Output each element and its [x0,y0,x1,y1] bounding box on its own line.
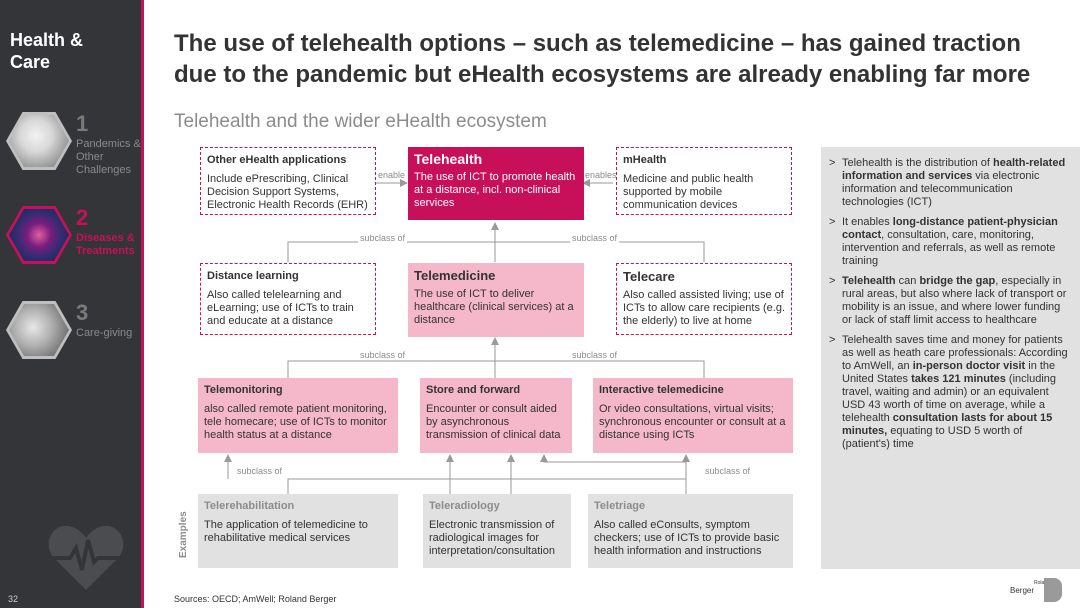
box-title: Teleradiology [429,500,500,512]
subclass-label: subclass of [705,466,751,476]
box-title: Interactive telemedicine [599,384,724,396]
distance-learning-box: Distance learning Also called telelearni… [200,263,376,335]
subclass-label: subclass of [237,466,283,476]
box-text: Include ePrescribing, Clinical Decision … [207,173,368,211]
subclass-label: subclass of [358,350,408,360]
page-subtitle: Telehealth and the wider eHealth ecosyst… [174,111,547,132]
sidebar-item-pandemics[interactable]: 1 Pandemics & Other Challenges [0,112,144,202]
info-bullet: > It enables long-distance patient-physi… [829,216,1058,267]
box-text: also called remote patient monitoring, t… [204,403,387,441]
box-title: Telemedicine [414,268,496,283]
sidebar-item-caregiving[interactable]: 3 Care-giving [0,301,144,391]
telemonitoring-box: Telemonitoring also called remote patien… [198,378,398,453]
sidebar-item-diseases[interactable]: 2 Diseases & Treatments [0,206,144,296]
info-bullet: > Telehealth saves time and money for pa… [829,334,1068,450]
heart-pulse-icon [48,525,124,590]
enables-label: enables [585,170,617,180]
box-text: Also called assisted living; use of ICTs… [623,289,786,327]
source-note: Sources: OECD; AmWell; Roland Berger [174,594,337,604]
box-text: Or video consultations, virtual visits; … [599,403,786,441]
box-title: Telecare [623,269,675,284]
mhealth-box: mHealth Medicine and public health suppo… [616,147,792,215]
box-title: mHealth [623,154,667,166]
roland-berger-logo: Roland Berger [1010,578,1062,602]
subclass-label: subclass of [358,233,408,243]
info-bullet: > Telehealth is the distribution of heal… [829,157,1066,208]
store-forward-box: Store and forward Encounter or consult a… [420,378,572,453]
box-title: Telemonitoring [204,384,283,396]
svg-text:Examples: Examples [178,511,189,558]
box-title: Telehealth [414,151,483,167]
sidebar-brand: Health & Care [10,30,84,72]
box-text: Also called telelearning and eLearning; … [207,289,354,327]
section-label: Pandemics & Other Challenges [76,138,141,176]
box-title: Store and forward [426,384,521,396]
telehealth-box: Telehealth The use of ICT to promote hea… [408,147,584,220]
box-title: Other eHealth applications [207,154,347,166]
section-number: 1 [76,111,89,136]
other-ehealth-box: Other eHealth applications Include ePres… [200,147,376,215]
enable-label: enable [378,170,406,180]
telemedicine-box: Telemedicine The use of ICT to deliver h… [408,263,584,337]
box-text: Also called eConsults, symptom checkers;… [594,519,780,557]
section-label: Diseases & Treatments [76,232,135,257]
teleradiology-box: Teleradiology Electronic transmission of… [423,494,571,568]
box-text: Medicine and public health supported by … [623,173,754,211]
subclass-label: subclass of [570,350,620,360]
interactive-telemedicine-box: Interactive telemedicine Or video consul… [593,378,793,453]
sidebar: Health & Care 1 Pandemics & Other Challe… [0,0,144,608]
box-title: Teletriage [594,500,646,512]
diseases-thumbnail-icon [6,206,72,264]
box-title: Distance learning [207,270,299,282]
examples-label: Examples [178,511,189,558]
info-bullet: > Telehealth can bridge the gap, especia… [829,275,1067,326]
telecare-box: Telecare Also called assisted living; us… [616,263,792,335]
box-text: Encounter or consult aided by asynchrono… [426,403,561,441]
page-number: 32 [8,594,19,604]
info-panel: > Telehealth is the distribution of heal… [821,147,1080,569]
box-text: The use of ICT to promote health at a di… [414,171,576,209]
box-title: Telerehabilitation [204,500,295,512]
box-text: The use of ICT to deliver healthcare (cl… [414,288,574,326]
telerehabilitation-box: Telerehabilitation The application of te… [198,494,398,568]
box-text: Electronic transmission of radiological … [429,519,555,557]
box-text: The application of telemedicine to rehab… [204,519,368,544]
section-label: Care-giving [76,327,133,339]
section-number: 2 [76,205,89,230]
page-title: The use of telehealth options – such as … [174,30,1031,88]
subclass-label: subclass of [570,233,620,243]
teletriage-box: Teletriage Also called eConsults, sympto… [588,494,793,568]
section-number: 3 [76,300,89,325]
